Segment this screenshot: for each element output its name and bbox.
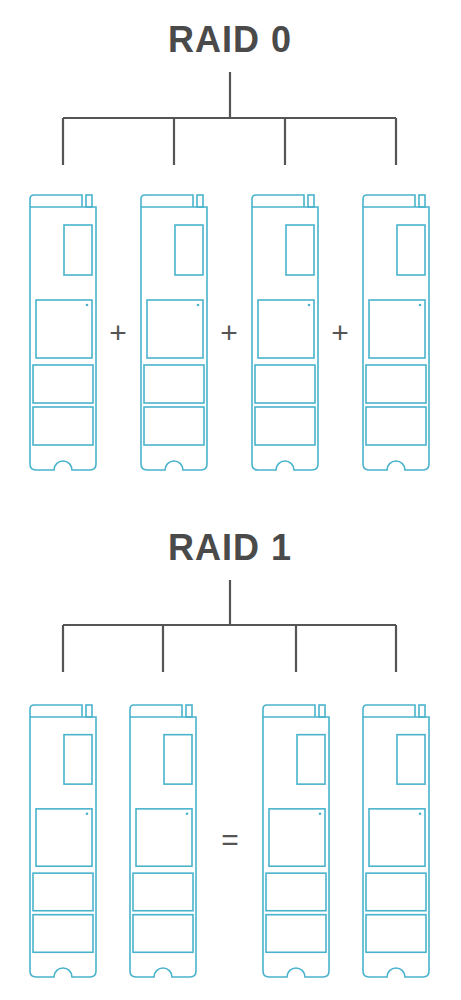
operator-sign: + [220,318,238,348]
ssd-body [30,717,96,977]
section-heading: RAID 0 [168,22,292,58]
ssd-controller [36,300,92,358]
ssd-body [363,207,429,470]
ssd-body [30,207,96,470]
ssd-cap [363,705,415,717]
ssd-flash [33,873,93,911]
ssd-chip [286,225,314,275]
ssd-dot [419,813,422,816]
ssd-body [252,207,318,470]
ssd-tab [308,195,314,207]
ssd-chip [64,735,92,784]
ssd-flash [33,915,93,953]
ssd-dot [186,813,189,816]
ssd-cap [252,195,304,207]
ssd-tab [86,195,92,207]
ssd-tab [419,705,425,717]
ssd-body [263,717,329,977]
operator-sign: + [331,318,349,348]
ssd-cap [141,195,193,207]
ssd-controller [147,300,203,358]
ssd-cap [30,195,82,207]
ssd-tab [197,195,203,207]
ssd-flash [255,365,315,403]
ssd-dot [86,304,89,307]
ssd-chip [64,225,92,275]
ssd-body [130,717,196,977]
operator-sign: + [109,318,127,348]
ssd-flash [33,365,93,403]
ssd-flash [366,915,426,953]
ssd-body [141,207,207,470]
ssd-cap [30,705,82,717]
ssd-flash [266,915,326,953]
ssd-controller [369,809,425,866]
ssd-flash [133,915,193,953]
ssd-flash [366,365,426,403]
ssd-cap [130,705,182,717]
ssd-controller [36,809,92,866]
ssd-flash [144,365,204,403]
ssd-chip [175,225,203,275]
ssd-chip [297,735,325,784]
ssd-dot [86,813,89,816]
ssd-tab [86,705,92,717]
tree-lines [63,72,396,672]
ssd-tab [319,705,325,717]
ssd-flash [266,873,326,911]
ssd-tab [186,705,192,717]
ssd-tab [419,195,425,207]
ssd-dot [319,813,322,816]
ssd-chip [397,735,425,784]
ssd-dot [197,304,200,307]
ssd-cap [263,705,315,717]
ssd-chip [164,735,192,784]
ssd-flash [33,407,93,445]
ssd-group [30,195,429,977]
ssd-flash [366,407,426,445]
ssd-chip [397,225,425,275]
ssd-dot [419,304,422,307]
ssd-controller [269,809,325,866]
ssd-flash [366,873,426,911]
ssd-flash [255,407,315,445]
operator-sign: = [221,825,239,855]
ssd-body [363,717,429,977]
ssd-flash [133,873,193,911]
ssd-controller [136,809,192,866]
ssd-cap [363,195,415,207]
ssd-controller [369,300,425,358]
ssd-dot [308,304,311,307]
ssd-flash [144,407,204,445]
ssd-controller [258,300,314,358]
section-heading: RAID 1 [168,530,292,566]
